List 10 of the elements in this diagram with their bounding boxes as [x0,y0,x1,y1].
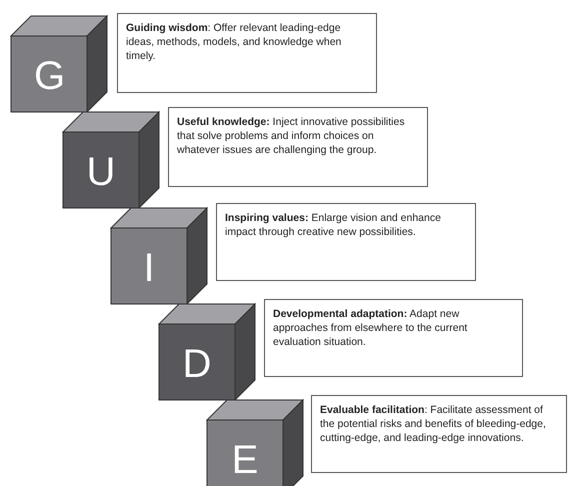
cube-letter: E [230,438,260,482]
cube-letter: U [86,150,116,194]
description-text-box: Inspiring values: Enlarge vision and enhance impact through creative new possibilities. [216,203,476,281]
cube-letter: G [34,54,64,98]
cube-letter: D [182,342,212,386]
description-text-box: Developmental adaptation: Adapt new approaches from elsewhere to the current evaluation situation. [264,299,523,377]
cube-letter: I [142,246,156,290]
description-text-box: Evaluable facilitation: Facilitate assessment of the potential risks and benefits of bleeding-edge, cutting-edge, and leading-edge innovations. [311,395,567,473]
description-text-box: Guiding wisdom: Offer relevant leading-edge ideas, methods, models, and knowledge when timely. [117,13,377,93]
description-text-box: Useful knowledge: Inject innovative possibilities that solve problems and inform choices on whatever issues are challenging the group. [168,107,428,187]
